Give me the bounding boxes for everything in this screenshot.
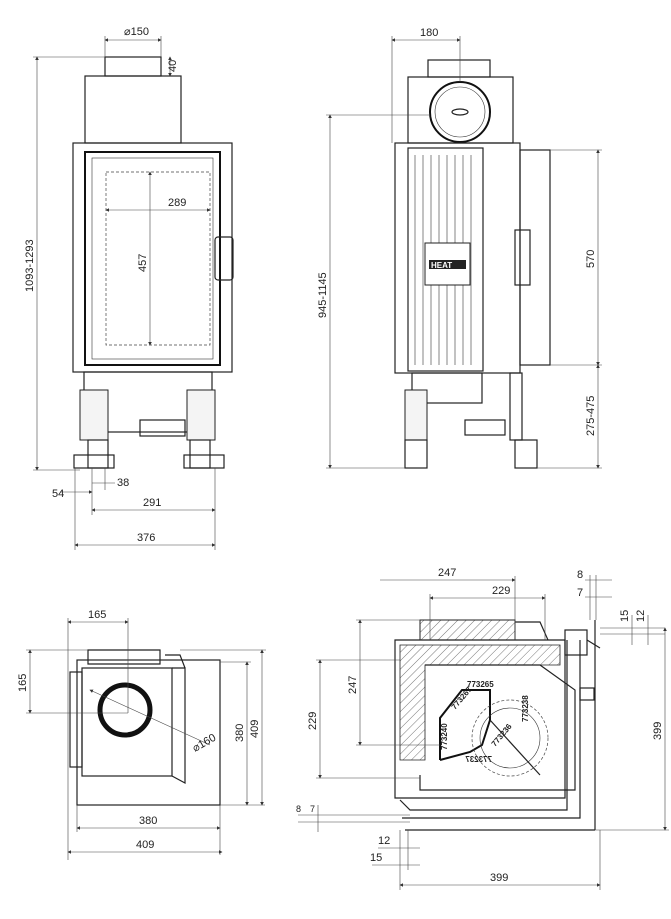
width-inner-label: 380 xyxy=(139,815,157,827)
top-view: ⌀160 165 165 380 409 380 409 xyxy=(17,609,266,860)
width-bottom-label: 399 xyxy=(490,872,508,884)
total-height-label: 1093-1293 xyxy=(24,239,36,292)
glass-width-label: 289 xyxy=(168,197,186,209)
glass-outline xyxy=(105,171,211,346)
flue-offset-label: 180 xyxy=(420,27,438,39)
section-body xyxy=(394,639,566,799)
width-outer-top-label: 247 xyxy=(438,567,456,579)
offset-right-1-label: 15 xyxy=(619,610,631,622)
flue-height-label: 40 xyxy=(167,60,179,72)
leg-spacing-label: 291 xyxy=(143,497,161,509)
flue-x-label: 165 xyxy=(88,609,106,621)
part-773267: 773267 xyxy=(450,685,474,712)
side-flue-collar xyxy=(427,59,491,78)
part-773236: 773236 xyxy=(490,722,514,749)
part-773238: 773238 xyxy=(521,695,530,722)
flue-collar xyxy=(104,56,162,77)
hatched-wall xyxy=(419,619,516,641)
side-door-panel xyxy=(519,149,551,366)
leg-width-label: 38 xyxy=(117,477,129,489)
right-leg xyxy=(186,389,216,441)
gap-top-2-label: 7 xyxy=(577,587,583,599)
top-view-plate xyxy=(76,659,221,806)
gap-bottom-1-label: 8 xyxy=(296,804,301,814)
door-height-label: 570 xyxy=(585,250,597,268)
offset-bottom-2-label: 15 xyxy=(370,852,382,864)
section-view: 773265 773267 773240 773236 773238 77323… xyxy=(296,567,669,890)
top-box xyxy=(84,75,182,144)
gap-top-1-label: 8 xyxy=(577,569,583,581)
total-width-label: 376 xyxy=(137,532,155,544)
flue-outlet xyxy=(429,81,491,143)
flue-height-side-label: 945-1145 xyxy=(317,272,329,318)
front-view: ⌀150 40 1093-1293 289 457 54 38 291 376 xyxy=(24,26,234,550)
flue-diameter-top-label: ⌀160 xyxy=(191,732,219,755)
flue-circle xyxy=(97,682,153,738)
flue-y-label: 165 xyxy=(17,674,29,692)
leg-height-label: 275-475 xyxy=(585,396,597,436)
top-view-body xyxy=(81,667,173,777)
height-inner-left-label: 229 xyxy=(307,712,319,730)
part-773237: 773237 xyxy=(465,755,492,764)
offset-right-2-label: 12 xyxy=(635,610,647,622)
door xyxy=(84,151,221,366)
left-leg xyxy=(79,389,109,441)
depth-right-label: 399 xyxy=(652,722,664,740)
flue-diameter-label: ⌀150 xyxy=(124,26,149,38)
depth-inner-label: 380 xyxy=(234,724,246,742)
part-773240: 773240 xyxy=(440,723,449,750)
height-outer-left-label: 247 xyxy=(347,676,359,694)
offset-bottom-1-label: 12 xyxy=(378,835,390,847)
gap-bottom-2-label: 7 xyxy=(310,804,315,814)
door-handle xyxy=(214,236,234,281)
part-773265: 773265 xyxy=(467,680,494,689)
heat-logo: HEAT xyxy=(431,261,452,270)
body-frame xyxy=(72,142,233,373)
side-view: HEAT 180 945-1145 570 275-475 xyxy=(317,27,602,469)
depth-outer-label: 409 xyxy=(249,720,261,738)
glass-height-label: 457 xyxy=(137,254,149,272)
leg-offset-label: 54 xyxy=(52,488,64,500)
width-outer-label: 409 xyxy=(136,839,154,851)
width-inner-top-label: 229 xyxy=(492,585,510,597)
